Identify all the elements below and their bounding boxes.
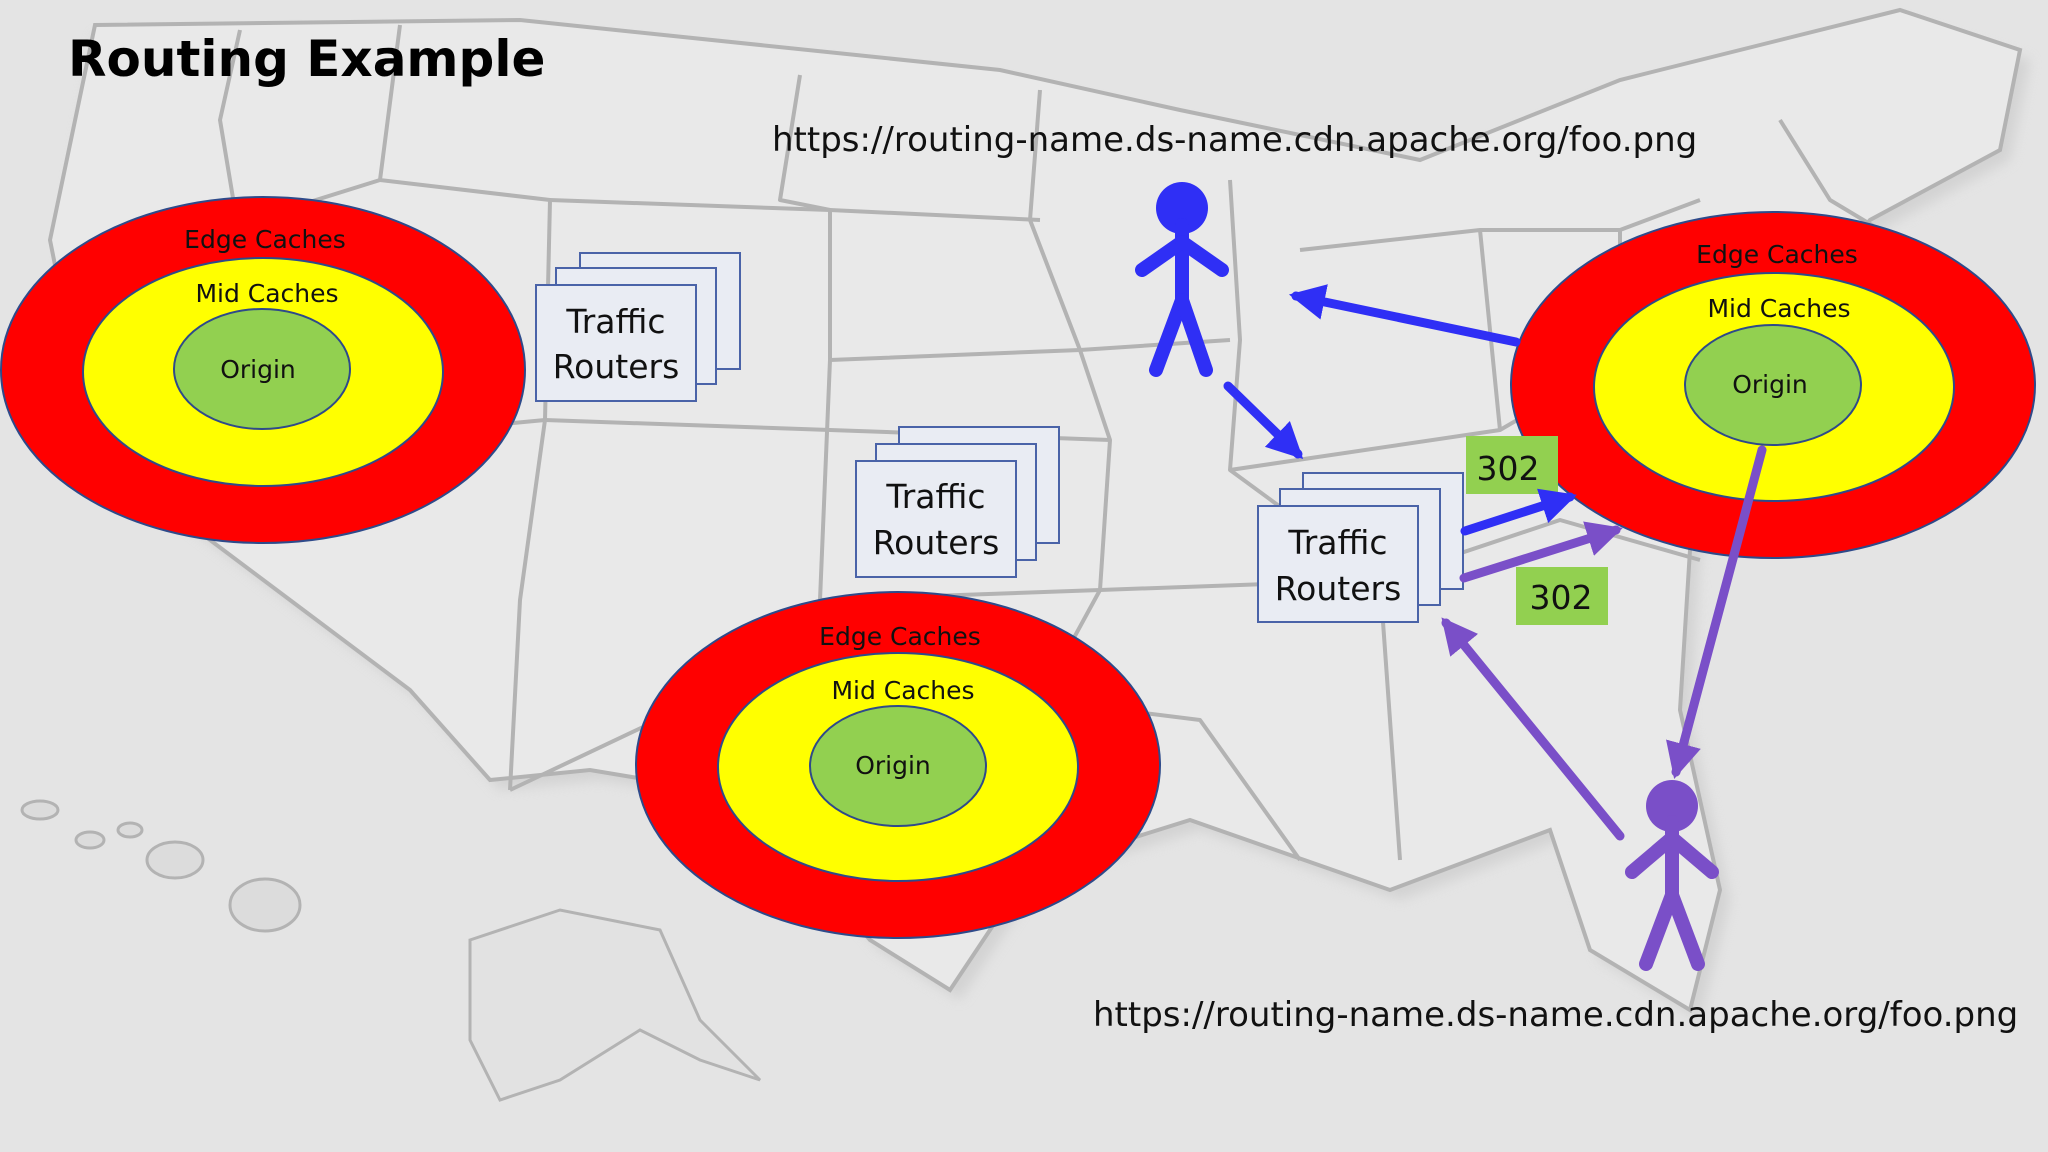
user-left-arm (1625, 831, 1679, 879)
cache-region-west: Edge Caches Mid Caches Origin (0, 196, 526, 544)
request-url-top: https://routing-name.ds-name.cdn.apache.… (772, 120, 1698, 160)
mid-caches-label: Mid Caches (1707, 294, 1850, 323)
traffic-routers-west: Traffic Routers (535, 252, 741, 402)
cache-region-south: Edge Caches Mid Caches Origin (635, 591, 1161, 939)
cache-region-east: Edge Caches Mid Caches Origin (1510, 211, 2036, 559)
origin-node (809, 705, 987, 827)
user-head (1646, 780, 1698, 832)
edge-caches-label: Edge Caches (1696, 240, 1858, 269)
blue-flow-arrows (1223, 284, 1577, 536)
origin-node (173, 308, 351, 430)
router-card-front (855, 460, 1017, 578)
user-head (1156, 182, 1208, 234)
request-url-bottom: https://routing-name.ds-name.cdn.apache.… (1093, 995, 2019, 1035)
redirect-302-badge-top: 302 (1466, 436, 1558, 494)
user-blue (1135, 182, 1229, 377)
mid-caches-label: Mid Caches (831, 676, 974, 705)
user-left-leg (1149, 293, 1189, 377)
arrow-east-cache-to-user (1288, 284, 1521, 347)
hawaii-islands (20, 799, 302, 933)
traffic-routers-label-line1: Traffic (885, 477, 985, 516)
arrow-router-to-east-cache (1459, 521, 1623, 583)
badge-text: 302 (1530, 578, 1593, 617)
badge-box (1516, 567, 1608, 625)
router-card-front (1257, 505, 1419, 623)
traffic-routers-label-line2: Routers (553, 347, 680, 386)
user-right-leg (1175, 293, 1213, 377)
badge-box (1466, 436, 1558, 494)
traffic-routers-east: Traffic Routers (1257, 472, 1464, 623)
user-right-arm (1665, 831, 1719, 879)
slide-title: Routing Example (68, 30, 546, 88)
user-left-arm (1135, 235, 1189, 277)
router-card-front (535, 284, 697, 402)
origin-label: Origin (1732, 370, 1808, 399)
traffic-routers-label-line1: Traffic (565, 302, 665, 341)
redirect-302-badge-bottom: 302 (1516, 567, 1608, 625)
badge-text: 302 (1477, 449, 1540, 488)
origin-label: Origin (855, 751, 931, 780)
edge-caches-label: Edge Caches (819, 622, 981, 651)
alaska (468, 908, 762, 1102)
user-left-leg (1639, 888, 1679, 971)
arrow-router-to-east-cache (1460, 488, 1577, 536)
user-purple (1625, 780, 1719, 971)
traffic-routers-label-line2: Routers (873, 523, 1000, 562)
mid-caches-label: Mid Caches (195, 279, 338, 308)
arrow-user-to-router (1223, 381, 1304, 460)
user-right-leg (1665, 888, 1705, 971)
origin-node (1684, 324, 1862, 446)
origin-label: Origin (220, 355, 296, 384)
purple-flow-arrows (1441, 445, 1767, 841)
traffic-routers-label-line2: Routers (1275, 569, 1402, 608)
traffic-routers-central: Traffic Routers (855, 426, 1060, 578)
arrow-origin-to-user (1666, 445, 1767, 779)
user-right-arm (1175, 235, 1229, 277)
traffic-routers-label-line1: Traffic (1287, 523, 1387, 562)
arrow-user-to-router (1441, 617, 1625, 841)
edge-caches-label: Edge Caches (184, 225, 346, 254)
